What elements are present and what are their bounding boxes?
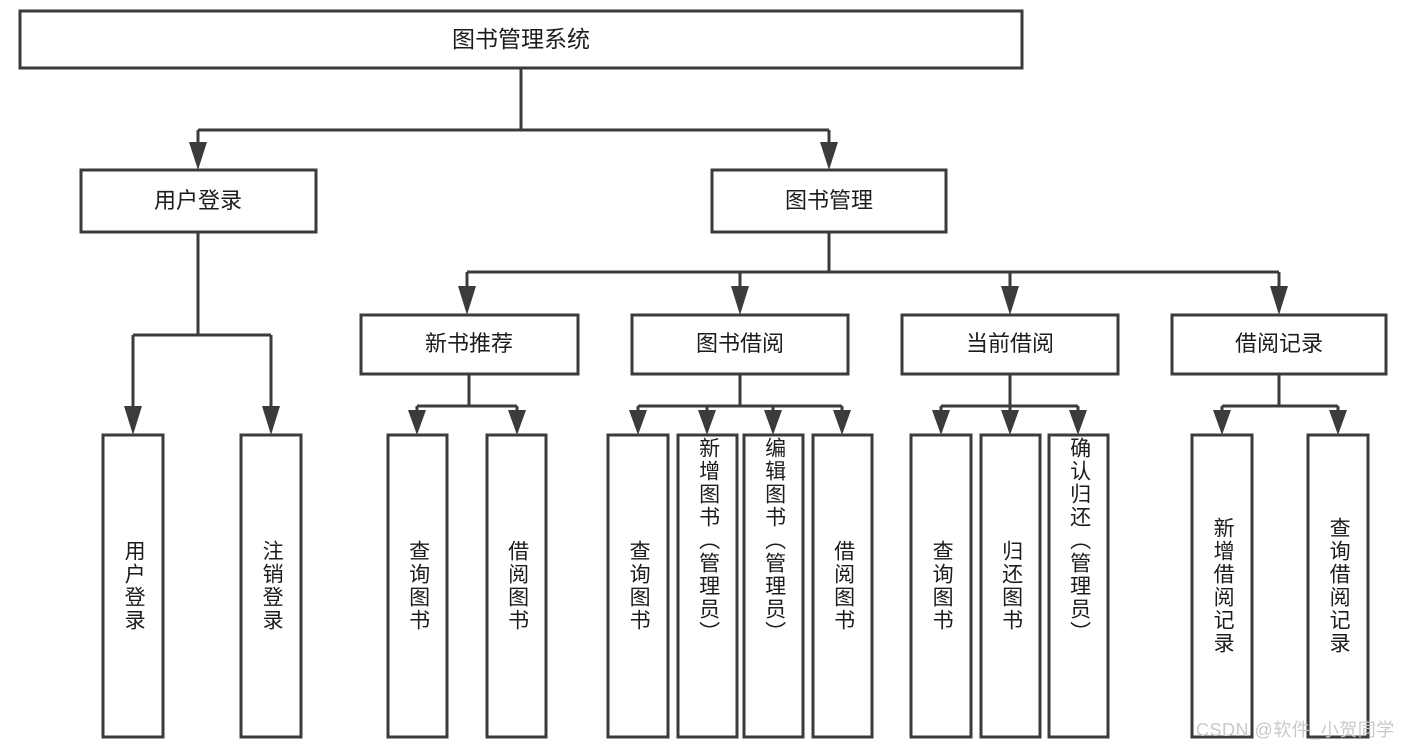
connector-group-new-book xyxy=(408,374,526,435)
connector-group-book-mgmt xyxy=(458,232,1288,315)
leaf-box-book-borrow-1[interactable] xyxy=(606,433,670,739)
node-current-borrow-label: 当前借阅 xyxy=(966,331,1054,356)
node-current-borrow[interactable]: 当前借阅 xyxy=(900,313,1120,376)
arrow-head-leaf-current-borrow-1 xyxy=(932,410,950,435)
node-user-login-box[interactable] xyxy=(79,168,318,234)
node-borrow-record[interactable]: 借阅记录 xyxy=(1170,313,1388,376)
node-book-borrow-label: 图书借阅 xyxy=(696,331,784,356)
node-current-borrow-box[interactable] xyxy=(900,313,1120,376)
arrow-head-book-mgmt xyxy=(820,142,838,170)
leaf-box-borrow-record-2[interactable] xyxy=(1306,433,1370,739)
connector-group-borrow-record xyxy=(1213,374,1347,435)
arrow-head-leaf-borrow-record-1 xyxy=(1213,410,1231,435)
connector-group-root xyxy=(189,68,838,170)
node-book-management-label: 图书管理 xyxy=(785,188,873,213)
leaf-box-new-book-1[interactable] xyxy=(386,433,449,739)
arrow-head-leaf-current-borrow-2 xyxy=(1001,410,1019,435)
arrow-head-borrow-record xyxy=(1270,286,1288,315)
arrow-head-leaf-book-borrow-3 xyxy=(764,410,782,435)
leaf-box-user-login-2[interactable] xyxy=(239,433,303,739)
leaf-box-current-borrow-2[interactable] xyxy=(979,433,1042,739)
arrow-head-new-book xyxy=(458,286,476,315)
connector-group-current-borrow xyxy=(932,374,1087,435)
node-root-label: 图书管理系统 xyxy=(452,26,590,52)
node-new-book-recommend[interactable]: 新书推荐 xyxy=(359,313,580,376)
arrow-head-current-borrow xyxy=(1001,286,1019,315)
node-root[interactable]: 图书管理系统 xyxy=(18,9,1024,70)
node-book-management[interactable]: 图书管理 xyxy=(710,168,948,234)
node-new-book-recommend-box[interactable] xyxy=(359,313,580,376)
arrow-head-user-login xyxy=(189,142,207,170)
node-root-box[interactable] xyxy=(18,9,1024,70)
arrow-head-leaf-user-login-1 xyxy=(124,406,142,435)
node-user-login-label: 用户登录 xyxy=(154,188,242,213)
leaf-box-new-book-2[interactable] xyxy=(485,433,548,739)
watermark-csdn: CSDN @软件_小贺同学 xyxy=(1196,720,1395,740)
arrow-head-leaf-borrow-record-2 xyxy=(1329,410,1347,435)
node-book-borrow-box[interactable] xyxy=(630,313,850,376)
leaf-box-borrow-record-1[interactable] xyxy=(1190,433,1254,739)
connector-group-book-borrow xyxy=(629,374,851,435)
leaf-box-user-login-1[interactable] xyxy=(101,433,165,739)
arrow-head-leaf-book-borrow-1 xyxy=(629,410,647,435)
node-borrow-record-box[interactable] xyxy=(1170,313,1388,376)
leaf-box-current-borrow-1[interactable] xyxy=(909,433,973,739)
leaf-box-book-borrow-4[interactable] xyxy=(811,433,874,739)
arrow-head-leaf-user-login-2 xyxy=(262,406,280,435)
node-book-management-box[interactable] xyxy=(710,168,948,234)
node-user-login[interactable]: 用户登录 xyxy=(79,168,318,234)
node-book-borrow[interactable]: 图书借阅 xyxy=(630,313,850,376)
arrow-head-leaf-new-book-2 xyxy=(508,410,526,435)
node-borrow-record-label: 借阅记录 xyxy=(1235,331,1323,356)
connector-group-user-login xyxy=(124,232,280,435)
leaf-box-book-borrow-2[interactable] xyxy=(676,433,739,739)
arrow-head-leaf-book-borrow-2 xyxy=(698,410,716,435)
arrow-head-leaf-new-book-1 xyxy=(408,410,426,435)
leaf-box-current-borrow-3[interactable] xyxy=(1047,433,1110,739)
leaf-box-book-borrow-3[interactable] xyxy=(742,433,805,739)
arrow-head-book-borrow xyxy=(731,286,749,315)
arrow-head-leaf-book-borrow-4 xyxy=(833,410,851,435)
arrow-head-leaf-current-borrow-3 xyxy=(1069,410,1087,435)
node-new-book-recommend-label: 新书推荐 xyxy=(425,331,513,356)
